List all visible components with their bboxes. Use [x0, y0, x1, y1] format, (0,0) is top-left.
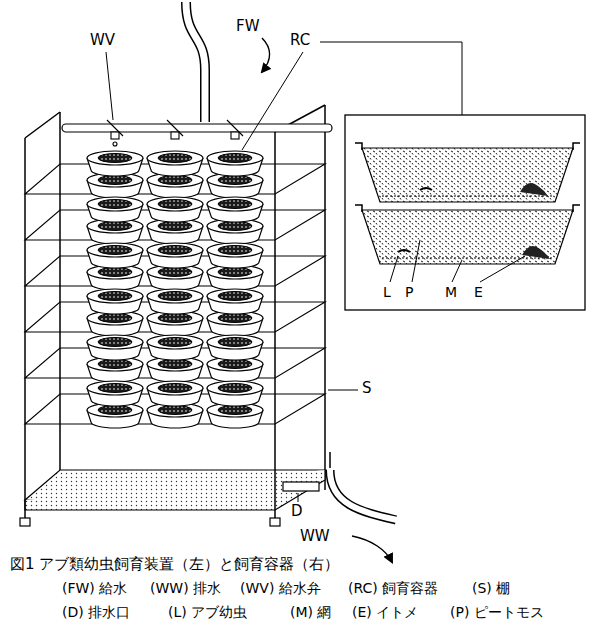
drain-pipe [283, 452, 397, 520]
part-code: P [405, 284, 413, 300]
part-code: D [291, 503, 303, 520]
part-code: WW [300, 528, 330, 545]
rack-frame [25, 105, 325, 520]
inset-cross-section [345, 115, 585, 310]
legend-item: (RC) 飼育容器 [348, 580, 438, 596]
legend-item: (S) 棚 [472, 580, 510, 596]
flow-arrow [352, 536, 392, 562]
part-code: RC [290, 32, 310, 49]
figure-caption: 図1 アブ類幼虫飼育装置（左）と飼育容器（右） [10, 556, 339, 573]
rack-foot [20, 518, 280, 526]
supply-pipe [62, 2, 332, 132]
legend-item: (WV) 給水弁 [240, 580, 321, 596]
flow-arrow [262, 38, 270, 72]
water-valve [107, 120, 243, 146]
legend-item: (FW) 給水 [62, 580, 127, 596]
legend-item: (L) アブ幼虫 [168, 604, 247, 620]
legend-item: (D) 排水口 [62, 604, 130, 620]
water-tray [25, 470, 325, 510]
part-code: L [383, 284, 391, 300]
part-code: M [445, 284, 457, 300]
legend-item: (M) 網 [290, 604, 331, 620]
legend-item: (P) ピートモス [450, 604, 544, 620]
part-code: FW [236, 18, 259, 35]
legend-item: (E) イトメ [352, 604, 418, 620]
part-code: S [362, 380, 372, 397]
legend-item: (WW) 排水 [150, 580, 221, 596]
rearing-container [87, 151, 263, 428]
part-code: E [474, 284, 483, 300]
part-code: WV [90, 32, 115, 49]
